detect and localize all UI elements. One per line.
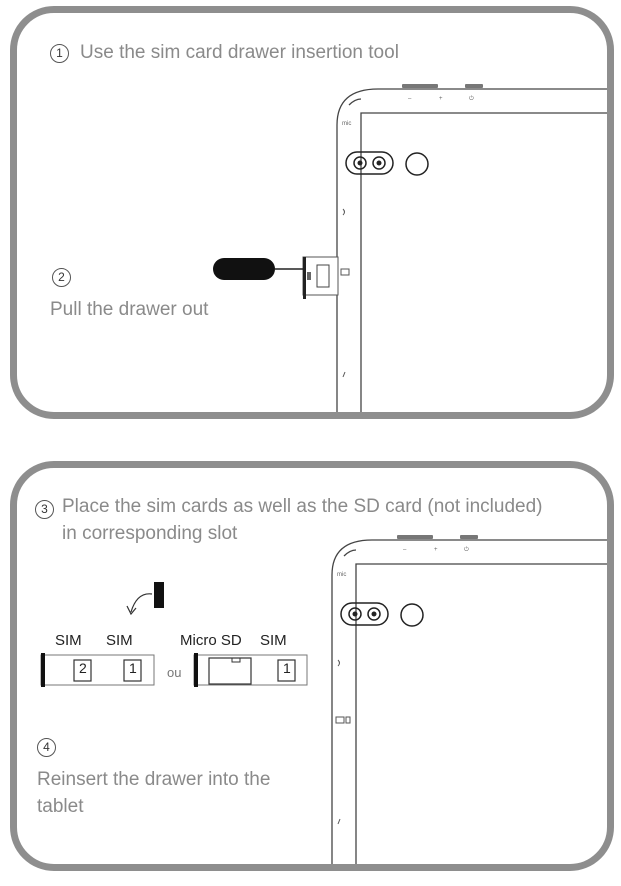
sim-tray-microsd-sim bbox=[193, 653, 308, 687]
tablet-corner-illustration: – + ⏻ mic bbox=[331, 535, 607, 864]
svg-text:+: + bbox=[439, 96, 443, 102]
tray-2-label-right: SIM bbox=[260, 632, 287, 649]
svg-text:–: – bbox=[408, 96, 412, 102]
svg-text:+: + bbox=[434, 547, 438, 553]
svg-text:⏻: ⏻ bbox=[464, 546, 469, 553]
svg-text:–: – bbox=[403, 547, 407, 553]
step-3-text-line-2: in corresponding slot bbox=[62, 523, 238, 544]
step-panel-2: 3 Place the sim cards as well as the SD … bbox=[10, 461, 614, 871]
step-4-text-line-1: Reinsert the drawer into the bbox=[37, 769, 271, 790]
tray-1-slot-left-number: 2 bbox=[79, 660, 87, 676]
sim-card-insert-arrow bbox=[126, 582, 164, 616]
step-3-number: 3 bbox=[35, 500, 54, 519]
step-3-text-line-1: Place the sim cards as well as the SD ca… bbox=[62, 496, 543, 517]
step-1-number: 1 bbox=[50, 44, 69, 63]
step-4-text-line-2: tablet bbox=[37, 796, 84, 817]
step-4-number: 4 bbox=[37, 738, 56, 757]
tray-1-label-right: SIM bbox=[106, 632, 133, 649]
separator-text: ou bbox=[167, 665, 182, 680]
tablet-corner-illustration: – + ⏻ mic bbox=[213, 84, 607, 412]
svg-text:mic: mic bbox=[337, 572, 346, 578]
step-1-text: Use the sim card drawer insertion tool bbox=[80, 42, 399, 63]
step-panel-1: 1 Use the sim card drawer insertion tool… bbox=[10, 6, 614, 419]
tray-1-slot-right-number: 1 bbox=[129, 660, 137, 676]
sim-tray-dual-sim bbox=[40, 653, 155, 687]
step-2-text: Pull the drawer out bbox=[50, 299, 209, 320]
svg-text:⏻: ⏻ bbox=[469, 95, 474, 102]
tray-2-slot-right-number: 1 bbox=[283, 660, 291, 676]
svg-text:mic: mic bbox=[342, 121, 351, 127]
step-2-number: 2 bbox=[52, 268, 71, 287]
tray-1-label-left: SIM bbox=[55, 632, 82, 649]
tray-2-label-left: Micro SD bbox=[180, 632, 242, 649]
